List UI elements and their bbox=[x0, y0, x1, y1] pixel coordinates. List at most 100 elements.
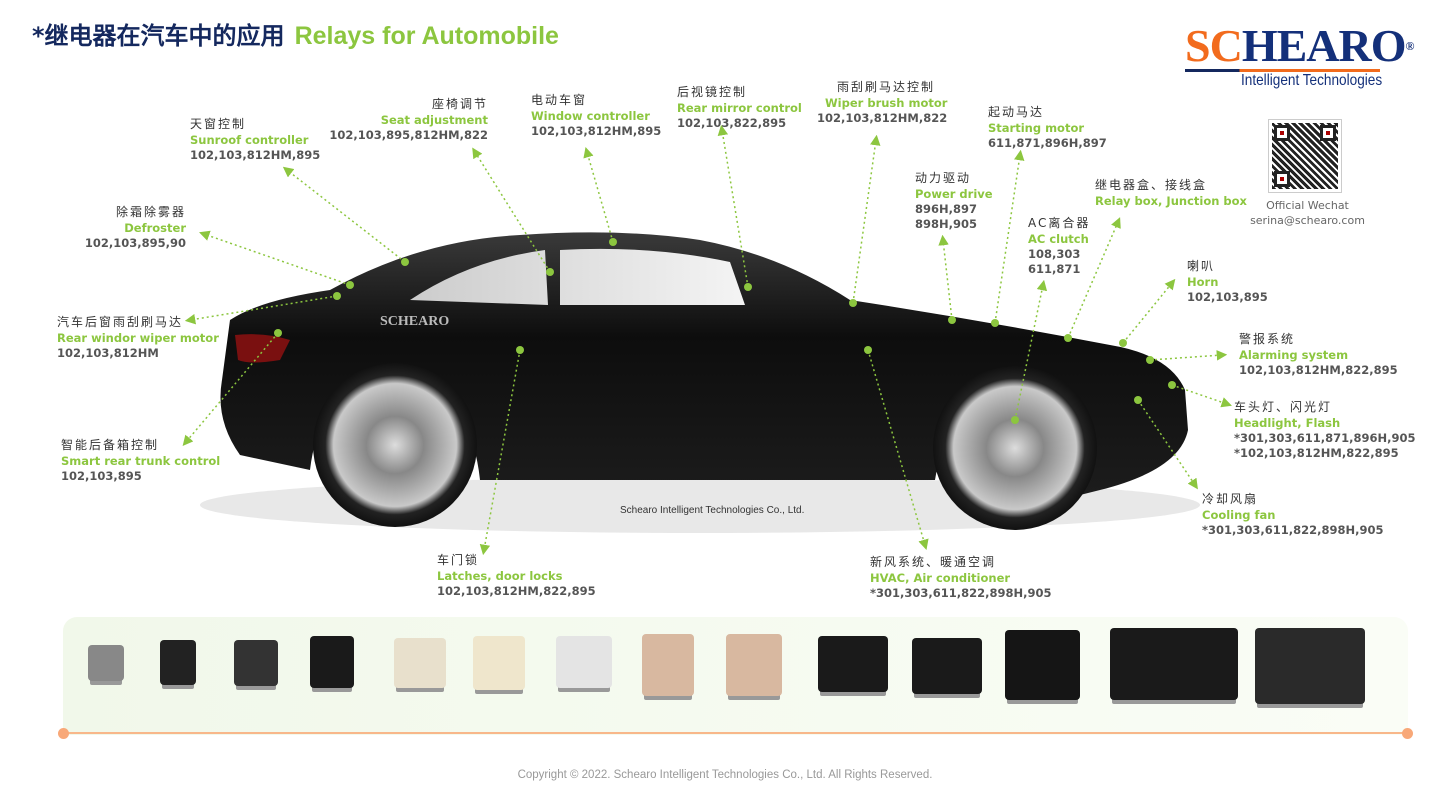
title-cn: *继电器在汽车中的应用 bbox=[32, 22, 285, 50]
label-cn: 后视镜控制 bbox=[677, 85, 748, 99]
label-models: 102,103,895,812HM,822 bbox=[329, 128, 488, 142]
label-en: Latches, door locks bbox=[437, 569, 563, 583]
copyright: Copyright © 2022. Schearo Intelligent Te… bbox=[517, 769, 933, 781]
label-en: Power drive bbox=[915, 187, 993, 201]
label-en: Alarming system bbox=[1239, 348, 1349, 362]
label-en: Rear windor wiper motor bbox=[57, 331, 219, 345]
label-cn: 车头灯、闪光灯 bbox=[1234, 400, 1333, 414]
label-en: Headlight, Flash bbox=[1234, 416, 1341, 430]
email: serina@schearo.com bbox=[1250, 214, 1365, 227]
label-models: 102,103,895 bbox=[1187, 290, 1268, 304]
callout-dots bbox=[274, 238, 1176, 424]
label-en: Horn bbox=[1187, 275, 1219, 289]
label-cn: 警报系统 bbox=[1239, 332, 1296, 346]
label-models: 102,103,812HM,822,895 bbox=[1239, 363, 1398, 377]
label-models: *301,303,611,822,898H,905 bbox=[870, 586, 1052, 600]
label-cn: 除霜除雾器 bbox=[115, 205, 186, 219]
rear-wheel bbox=[313, 363, 477, 527]
logo-hearo: HEARO bbox=[1241, 20, 1407, 71]
label-models: 611,871 bbox=[1028, 262, 1081, 276]
label-cn: 喇叭 bbox=[1187, 259, 1216, 273]
relay-product-image bbox=[234, 640, 278, 686]
label-models: 102,103,812HM,822,895 bbox=[437, 584, 596, 598]
leader-lines bbox=[182, 124, 1232, 556]
label-en: Seat adjustment bbox=[380, 113, 488, 127]
label-models: 611,871,896H,897 bbox=[988, 136, 1107, 150]
label-cn: 天窗控制 bbox=[190, 117, 247, 131]
label-en: Wiper brush motor bbox=[825, 96, 948, 110]
logo-tagline: Intelligent Technologies bbox=[1241, 72, 1383, 89]
label-models: *301,303,611,822,898H,905 bbox=[1202, 523, 1384, 537]
label-en: Cooling fan bbox=[1202, 508, 1276, 522]
relay-product-image bbox=[88, 645, 124, 681]
label-en: Sunroof controller bbox=[190, 133, 309, 147]
schearo-logo: SCHEARO® Intelligent Technologies bbox=[1185, 23, 1414, 90]
label-en: AC clutch bbox=[1028, 232, 1089, 246]
label-models: 108,303 bbox=[1028, 247, 1081, 261]
front-wheel bbox=[933, 366, 1097, 530]
label-models: 896H,897 bbox=[915, 202, 978, 216]
label-en: Defroster bbox=[124, 221, 186, 235]
relay-product-image bbox=[912, 638, 982, 694]
label-en: Smart rear trunk control bbox=[61, 454, 221, 468]
label-en: Starting motor bbox=[988, 121, 1085, 135]
label-cn: 动力驱动 bbox=[915, 171, 972, 185]
wechat-label: Official Wechat bbox=[1266, 199, 1349, 212]
label-headlight: 车头灯、闪光灯 Headlight, Flash*301,303,611,871,… bbox=[1234, 400, 1416, 461]
relay-product-image bbox=[642, 634, 694, 696]
label-models: 102,103,895 bbox=[61, 469, 142, 483]
label-models: 102,103,812HM,895 bbox=[531, 124, 662, 138]
divider-dot-left bbox=[58, 728, 69, 739]
title-en: Relays for Automobile bbox=[294, 22, 559, 50]
label-models: 102,103,812HM,822 bbox=[817, 111, 948, 125]
relay-product-image bbox=[160, 640, 196, 685]
page-title: *继电器在汽车中的应用 Relays for Automobile bbox=[32, 16, 559, 51]
relay-product-image bbox=[1005, 630, 1080, 700]
label-models: 102,103,895,90 bbox=[84, 236, 186, 250]
label-models: 898H,905 bbox=[915, 217, 978, 231]
label-cn: AC离合器 bbox=[1028, 216, 1091, 230]
car-window bbox=[410, 248, 745, 305]
relay-product-image bbox=[726, 634, 782, 696]
label-en: Relay box, Junction box bbox=[1095, 194, 1247, 208]
logo-sc: SC bbox=[1185, 20, 1243, 71]
label-en: Window controller bbox=[531, 109, 650, 123]
label-en: HVAC, Air conditioner bbox=[870, 571, 1011, 585]
contact: Official Wechat serina@schearo.com bbox=[1240, 198, 1375, 228]
car-caption: Schearo Intelligent Technologies Co., Lt… bbox=[620, 505, 805, 516]
relay-product-image bbox=[394, 638, 446, 688]
relay-product-image bbox=[473, 636, 525, 690]
label-models: *301,303,611,871,896H,905 bbox=[1234, 431, 1416, 445]
label-en: Rear mirror control bbox=[677, 101, 802, 115]
label-models: *102,103,812HM,822,895 bbox=[1234, 446, 1399, 460]
logo-reg: ® bbox=[1405, 39, 1415, 53]
label-models: 102,103,812HM,895 bbox=[190, 148, 321, 162]
label-cn: 车门锁 bbox=[437, 553, 480, 567]
relay-product-image bbox=[1255, 628, 1365, 704]
divider-dot-right bbox=[1402, 728, 1413, 739]
label-cn: 汽车后窗雨刮刷马达 bbox=[57, 315, 184, 329]
orange-divider bbox=[63, 732, 1408, 734]
wechat-qr-code bbox=[1268, 119, 1342, 193]
label-models: 102,103,812HM bbox=[57, 346, 159, 360]
label-cn: 座椅调节 bbox=[431, 97, 488, 111]
relay-product-image bbox=[310, 636, 354, 688]
